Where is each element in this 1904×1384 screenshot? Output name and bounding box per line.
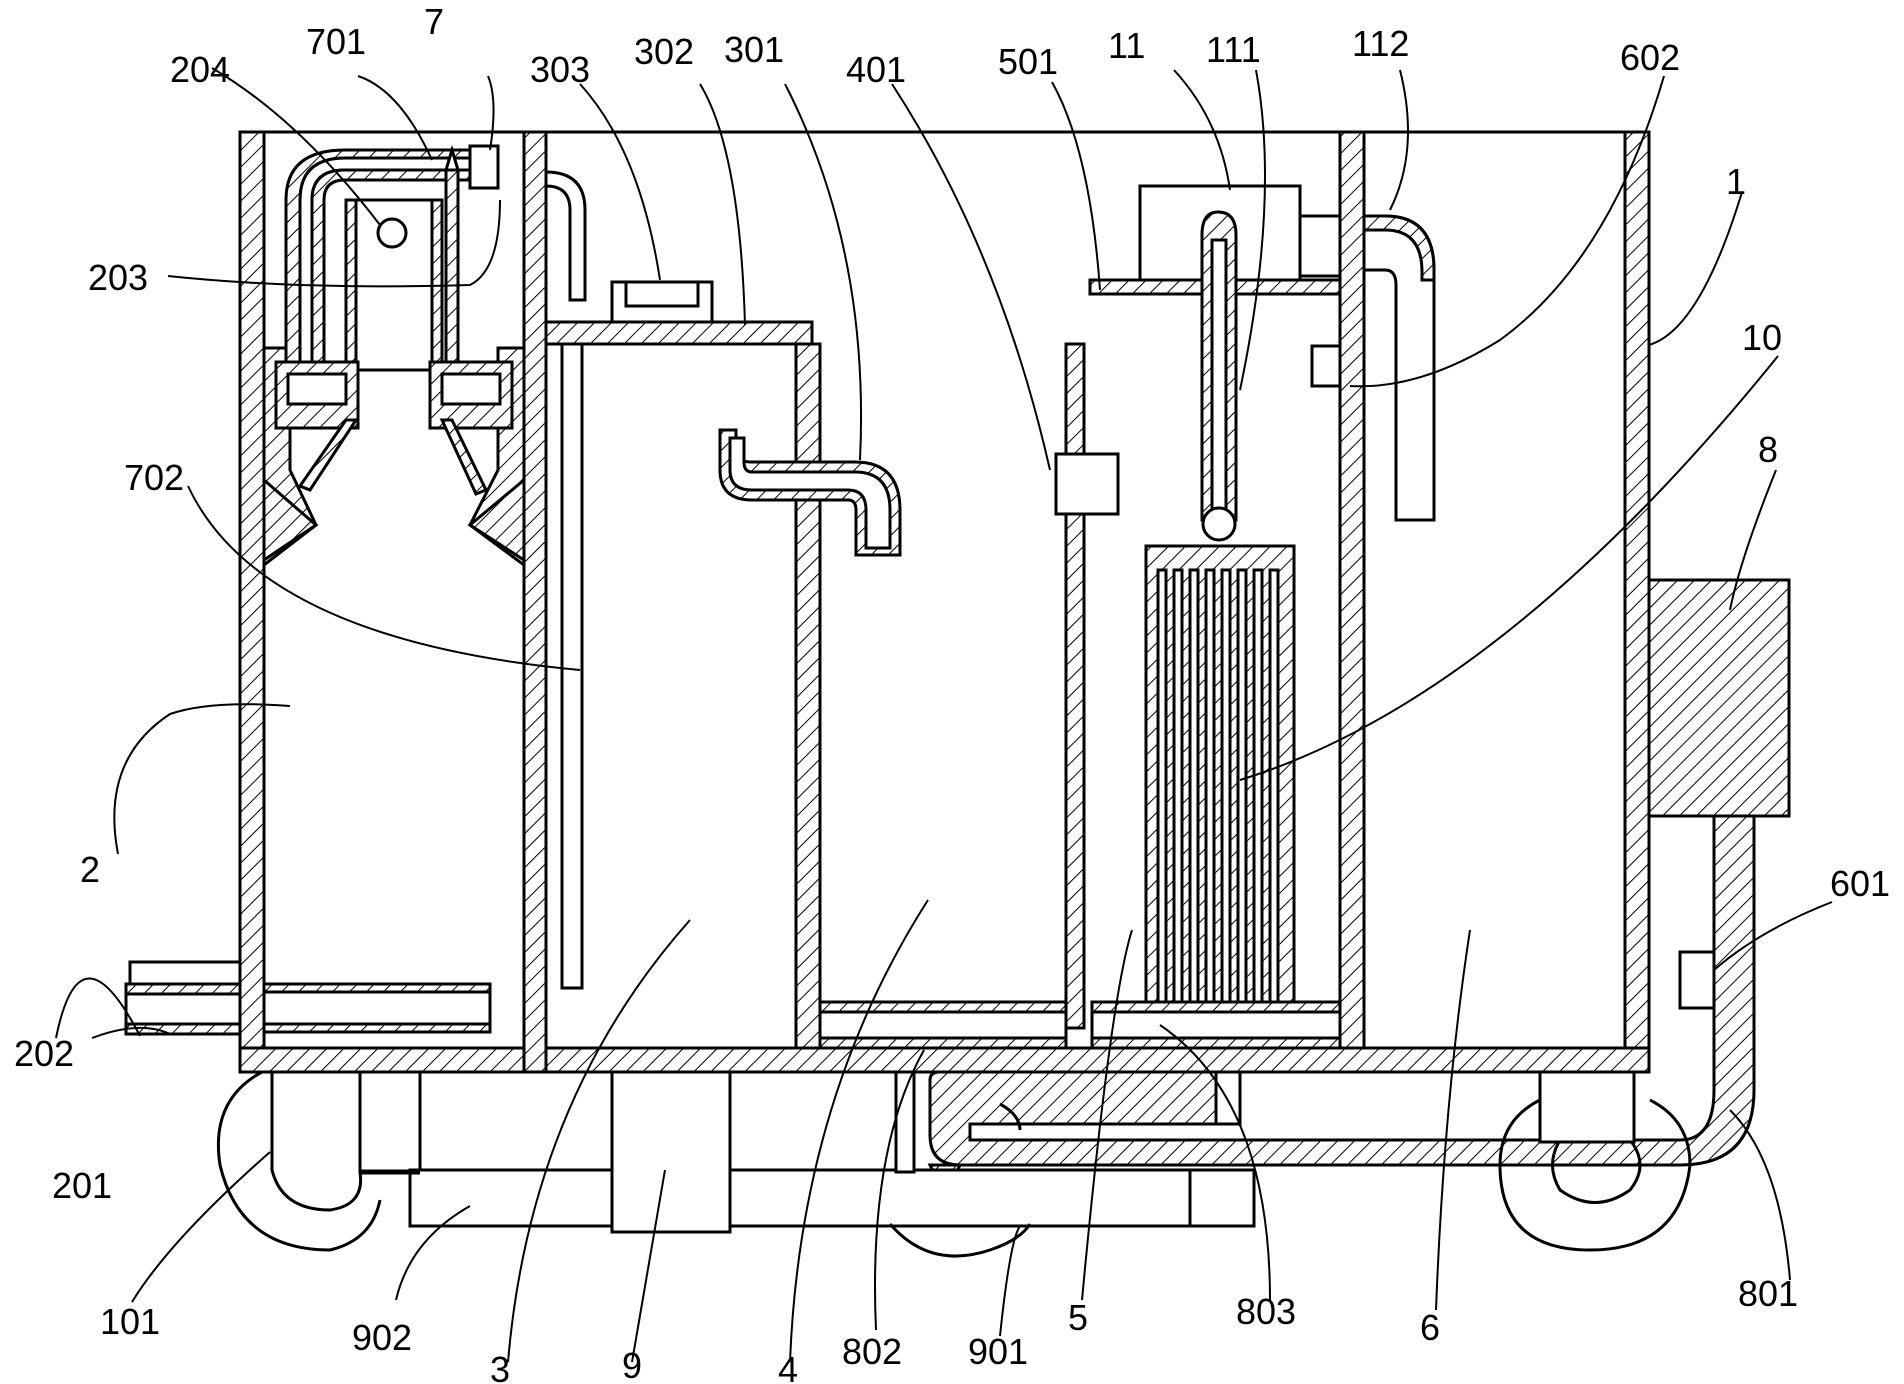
label-4: 4 [778, 1349, 798, 1384]
ozone-assembly [274, 144, 587, 496]
pump-8 [927, 578, 1791, 1199]
label-204: 204 [170, 49, 230, 90]
label-3: 3 [490, 1349, 510, 1384]
label-701: 701 [306, 21, 366, 62]
label-501: 501 [998, 41, 1058, 82]
chamber-3 [544, 280, 902, 1050]
label-801: 801 [1738, 1273, 1798, 1314]
label-202: 202 [14, 1033, 74, 1074]
label-301: 301 [724, 29, 784, 70]
label-702: 702 [124, 457, 184, 498]
label-803: 803 [1236, 1291, 1296, 1332]
label-2: 2 [80, 849, 100, 890]
label-111: 111 [1206, 29, 1261, 70]
chamber-4 [818, 342, 1120, 1050]
label-5: 5 [1068, 1297, 1088, 1338]
label-101: 101 [100, 1301, 160, 1342]
label-303: 303 [530, 49, 590, 90]
part-labels: 204 701 7 303 302 301 401 501 11 111 112… [14, 1, 1890, 1384]
label-601: 601 [1830, 863, 1890, 904]
label-201: 201 [52, 1165, 112, 1206]
label-203: 203 [88, 257, 148, 298]
label-901: 901 [968, 1331, 1028, 1372]
chamber-6 [1310, 214, 1716, 1010]
label-602: 602 [1620, 37, 1680, 78]
chamber-5 [1088, 130, 1366, 1050]
label-10: 10 [1742, 317, 1782, 358]
bottom-plumbing [358, 1070, 1256, 1234]
label-7: 7 [424, 1, 444, 42]
wheels-101 [216, 1070, 1692, 1258]
leader-lines [55, 67, 1833, 1363]
label-902: 902 [352, 1317, 412, 1358]
label-11: 11 [1108, 25, 1145, 66]
label-6: 6 [1420, 1307, 1440, 1348]
label-802: 802 [842, 1331, 902, 1372]
label-302: 302 [634, 31, 694, 72]
label-112: 112 [1352, 23, 1409, 64]
label-8: 8 [1758, 429, 1778, 470]
label-401: 401 [846, 49, 906, 90]
label-9: 9 [622, 1345, 642, 1384]
label-1: 1 [1726, 161, 1746, 202]
inlet-pipe [124, 960, 242, 1036]
